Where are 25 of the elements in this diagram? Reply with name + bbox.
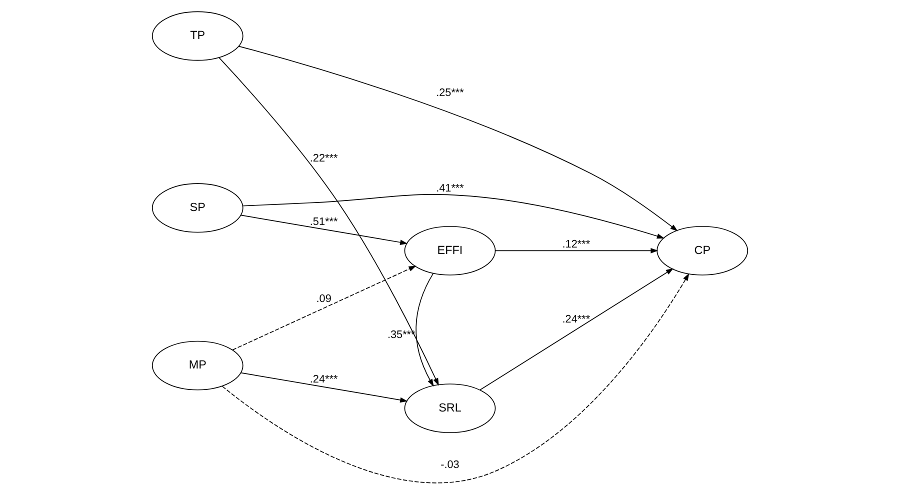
edge-label: .24***: [562, 313, 590, 326]
edge-label: .25***: [436, 86, 464, 99]
node-ellipse: SP: [151, 183, 243, 233]
edge-label: .22***: [309, 152, 338, 164]
arrow: [238, 46, 678, 232]
edge-label: -.03: [440, 459, 459, 472]
arrow: [479, 268, 674, 390]
node-ellipse: MP: [151, 340, 243, 390]
arrow: [218, 57, 438, 386]
arrow: [242, 194, 664, 239]
edge-label: .09: [316, 293, 331, 306]
arrow: [221, 273, 689, 484]
node-ellipse: TP: [151, 11, 243, 61]
edge-label: .35***: [386, 329, 415, 342]
arrow: [232, 266, 416, 350]
edge-label: .41***: [436, 182, 464, 194]
arrow: [494, 248, 658, 254]
arrow: [240, 372, 408, 403]
edge-label: .51***: [309, 216, 338, 228]
edge-label: .24***: [309, 374, 338, 386]
node-ellipse: EFFI: [404, 226, 496, 276]
node-ellipse: SRL: [404, 384, 496, 434]
edge-label: .12***: [562, 238, 590, 251]
arrow: [240, 214, 408, 245]
arrow: [415, 272, 434, 387]
